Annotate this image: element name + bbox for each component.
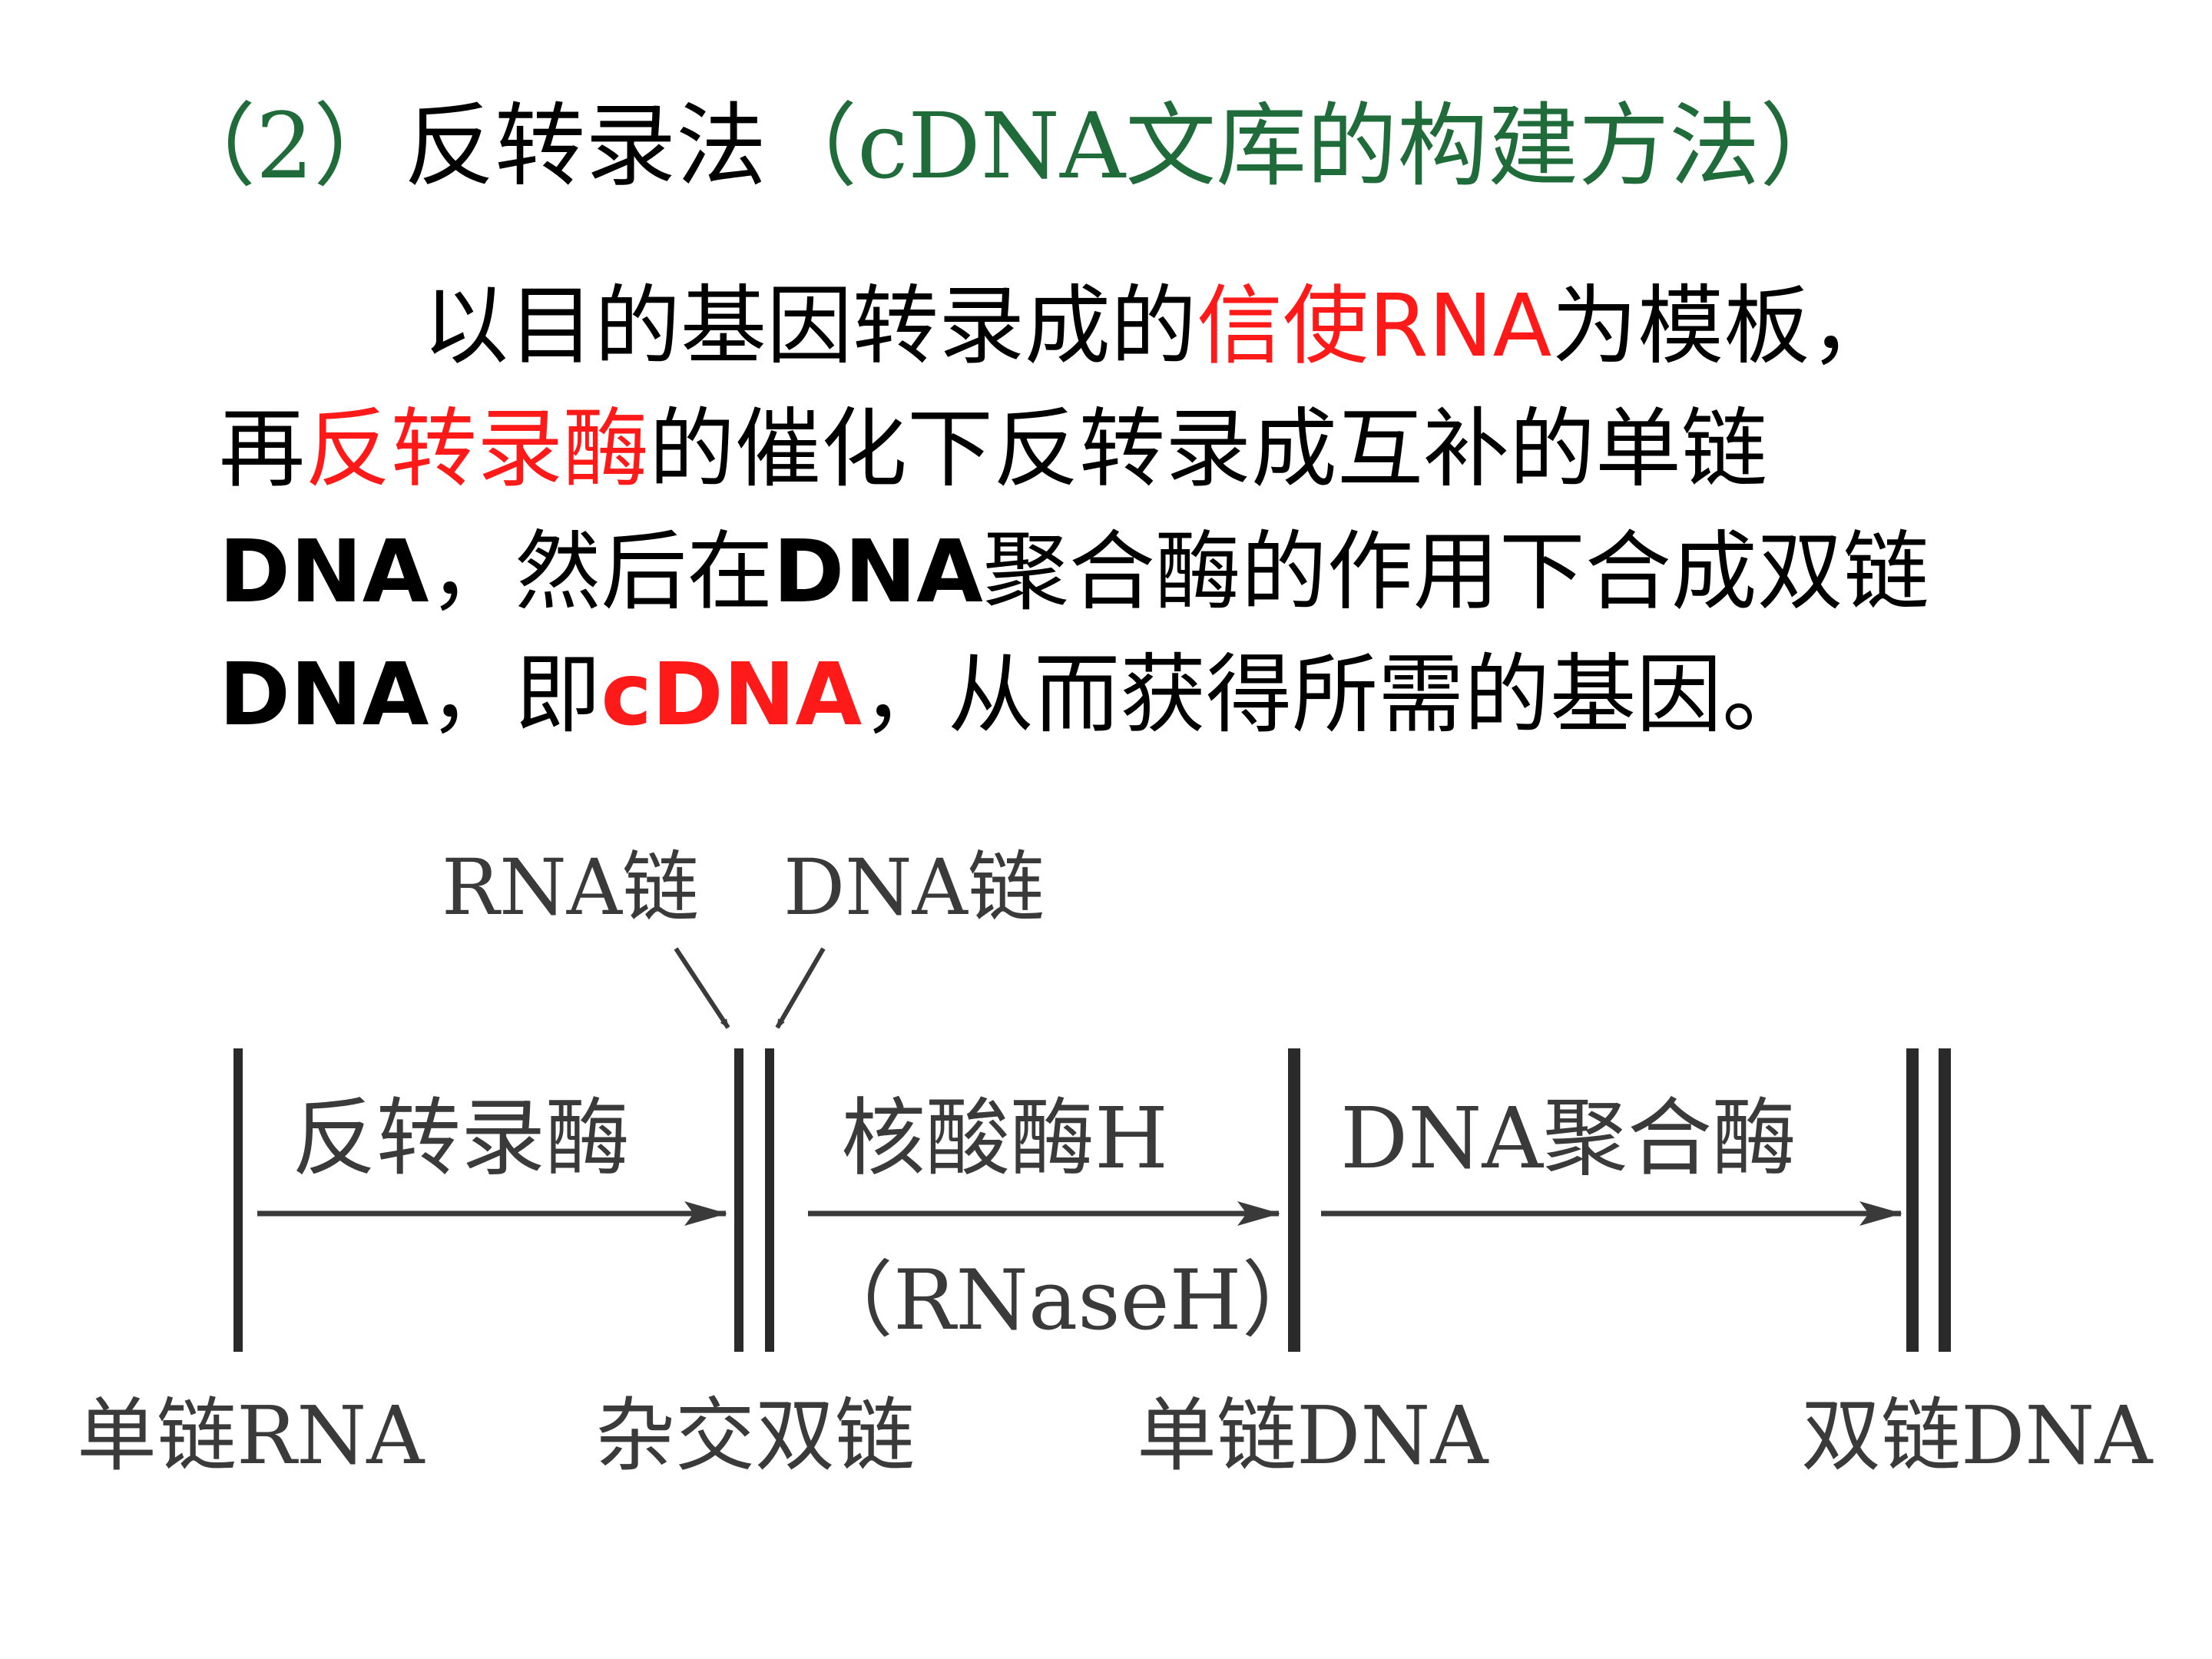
highlight-mrna: 信使RNA <box>1197 276 1552 376</box>
text-segment: ，从而获得所需的基因。 <box>862 645 1809 745</box>
highlight-cdna: cDNA <box>601 645 863 745</box>
text-dna: DNA <box>773 522 983 622</box>
pointer-rna-chain <box>674 947 730 1029</box>
page-title: （2）反转录法（cDNA文库的构建方法） <box>165 84 1850 207</box>
text-segment: 以目的基因转录成的 <box>422 276 1197 376</box>
title-prefix: （2） <box>165 93 405 199</box>
stage-single-rna: 单链RNA <box>77 1389 426 1482</box>
stage-double-dna: 双链DNA <box>1801 1389 2154 1482</box>
text-segment: 的催化下反转录成互补的单链 <box>649 399 1767 499</box>
text-segment: ，即 <box>429 645 601 745</box>
stage-hybrid-duplex: 杂交双链 <box>595 1389 915 1482</box>
text-segment: 再 <box>219 399 305 499</box>
pointer-dna-chain <box>775 947 826 1029</box>
title-subtitle: （cDNA文库的构建方法） <box>767 93 1851 199</box>
text-dna: DNA <box>219 522 429 622</box>
enzyme-rnaseh-note: （RNaseH） <box>810 1253 1325 1349</box>
enzyme-reverse-transcriptase: 反转录酶 <box>292 1089 630 1187</box>
title-main: 反转录法 <box>404 93 767 199</box>
text-segment: 为模板， <box>1551 276 1896 376</box>
text-dna: DNA <box>219 645 429 745</box>
enzyme-nuclease-h: 核酸酶H <box>841 1089 1168 1187</box>
stage-single-dna: 单链DNA <box>1137 1389 1489 1482</box>
paragraph-line-1: 以目的基因转录成的信使RNA为模板， <box>219 265 2139 388</box>
cdna-synthesis-diagram: RNA链 DNA链 反转录酶 核酸酶H （RNaseH） DNA聚合酶 单链RN… <box>77 843 2154 1482</box>
highlight-reverse-transcriptase: 反转录酶 <box>305 399 649 499</box>
label-rna-chain: RNA链 <box>442 843 699 932</box>
label-dna-chain: DNA链 <box>783 843 1045 932</box>
paragraph-line-3: DNA，然后在DNA聚合酶的作用下合成双链 <box>219 511 2139 634</box>
enzyme-dna-polymerase: DNA聚合酶 <box>1340 1089 1796 1187</box>
description-paragraph: 以目的基因转录成的信使RNA为模板， 再反转录酶的催化下反转录成互补的单链 DN… <box>219 265 2139 757</box>
text-segment: ，然后在 <box>429 522 773 622</box>
text-segment: 聚合酶的作用下合成双链 <box>982 522 1929 622</box>
paragraph-line-2: 再反转录酶的催化下反转录成互补的单链 <box>219 388 2139 511</box>
paragraph-line-4: DNA，即cDNA，从而获得所需的基因。 <box>219 634 2139 757</box>
